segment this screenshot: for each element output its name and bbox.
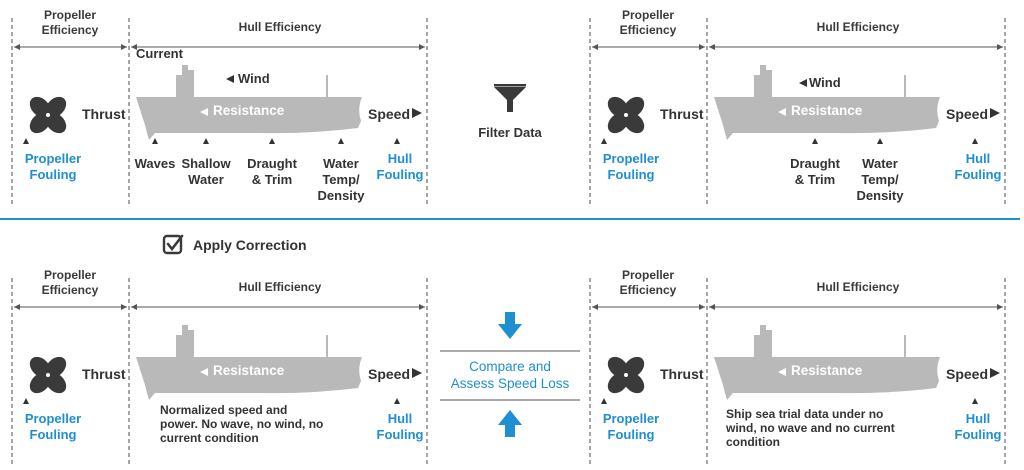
dimension-lines [11, 278, 428, 465]
propeller-icon [29, 356, 67, 394]
hull-efficiency-label: Hull Efficiency [238, 280, 322, 294]
factor-label: Draught& Trim [247, 156, 297, 187]
hull-efficiency-label: Hull Efficiency [816, 20, 900, 34]
speed-label: Speed [368, 366, 411, 382]
caret-up-icon [394, 138, 400, 144]
arrow-left-icon [200, 368, 208, 376]
thrust-label: Thrust [82, 106, 126, 122]
caret-up-icon [812, 138, 818, 144]
dimension-lines [589, 18, 1006, 205]
wind-label: Wind [238, 71, 270, 86]
propeller-icon [607, 96, 645, 134]
current-label: Current [136, 46, 183, 61]
compare-label: Compare and Assess Speed Loss [450, 359, 570, 391]
ship-icon [136, 325, 362, 400]
caret-up-icon [394, 398, 400, 404]
caret-up-icon [877, 138, 883, 144]
speed-label: Speed [946, 366, 989, 382]
propeller-icon [607, 356, 645, 394]
caret-up-icon [972, 138, 978, 144]
hull-efficiency-label: Hull Efficiency [816, 280, 900, 294]
resistance-label: Resistance [213, 103, 285, 118]
normalized-note: Normalized speed and power. No wave, no … [160, 403, 324, 445]
resistance-label: Resistance [791, 103, 863, 118]
ship-icon [714, 65, 940, 140]
arrow-right-icon [990, 368, 1000, 378]
resistance-label: Resistance [791, 363, 863, 378]
dimension-lines [11, 18, 428, 205]
arrow-right-icon [412, 368, 422, 378]
thrust-label: Thrust [82, 366, 126, 382]
arrow-left-icon [778, 368, 786, 376]
factor-label: Waves [134, 156, 176, 171]
sea-trial-note: Ship sea trial data under no wind, no wa… [726, 407, 895, 449]
thrust-label: Thrust [660, 366, 704, 382]
hull-efficiency-label: Hull Efficiency [238, 20, 322, 34]
arrow-left-icon [200, 108, 208, 116]
factor-label: Draught& Trim [790, 156, 840, 187]
dimension-lines [589, 278, 1006, 465]
ship-icon [714, 325, 940, 400]
thrust-label: Thrust [660, 106, 704, 122]
speed-label: Speed [368, 106, 411, 122]
resistance-label: Resistance [213, 363, 285, 378]
propeller-icon [29, 96, 67, 134]
section-divider [0, 218, 1020, 220]
caret-up-icon [23, 398, 29, 404]
caret-up-icon [152, 138, 158, 144]
caret-up-icon [203, 138, 209, 144]
ship-icon [136, 65, 362, 140]
arrow-left-icon [778, 108, 786, 116]
filter-data-label: Filter Data [478, 125, 542, 140]
arrow-right-icon [412, 108, 422, 118]
caret-up-icon [601, 138, 607, 144]
arrow-down-icon [498, 312, 522, 339]
caret-up-icon [972, 398, 978, 404]
arrow-right-icon [990, 108, 1000, 118]
speed-label: Speed [946, 106, 989, 122]
arrow-up-icon [498, 410, 522, 437]
caret-up-icon [269, 138, 275, 144]
arrow-left-icon [799, 79, 807, 87]
apply-correction-label: Apply Correction [193, 237, 307, 253]
caret-up-icon [23, 138, 29, 144]
arrow-left-icon [226, 75, 234, 83]
caret-up-icon [601, 398, 607, 404]
wind-label: Wind [809, 75, 841, 90]
caret-up-icon [338, 138, 344, 144]
